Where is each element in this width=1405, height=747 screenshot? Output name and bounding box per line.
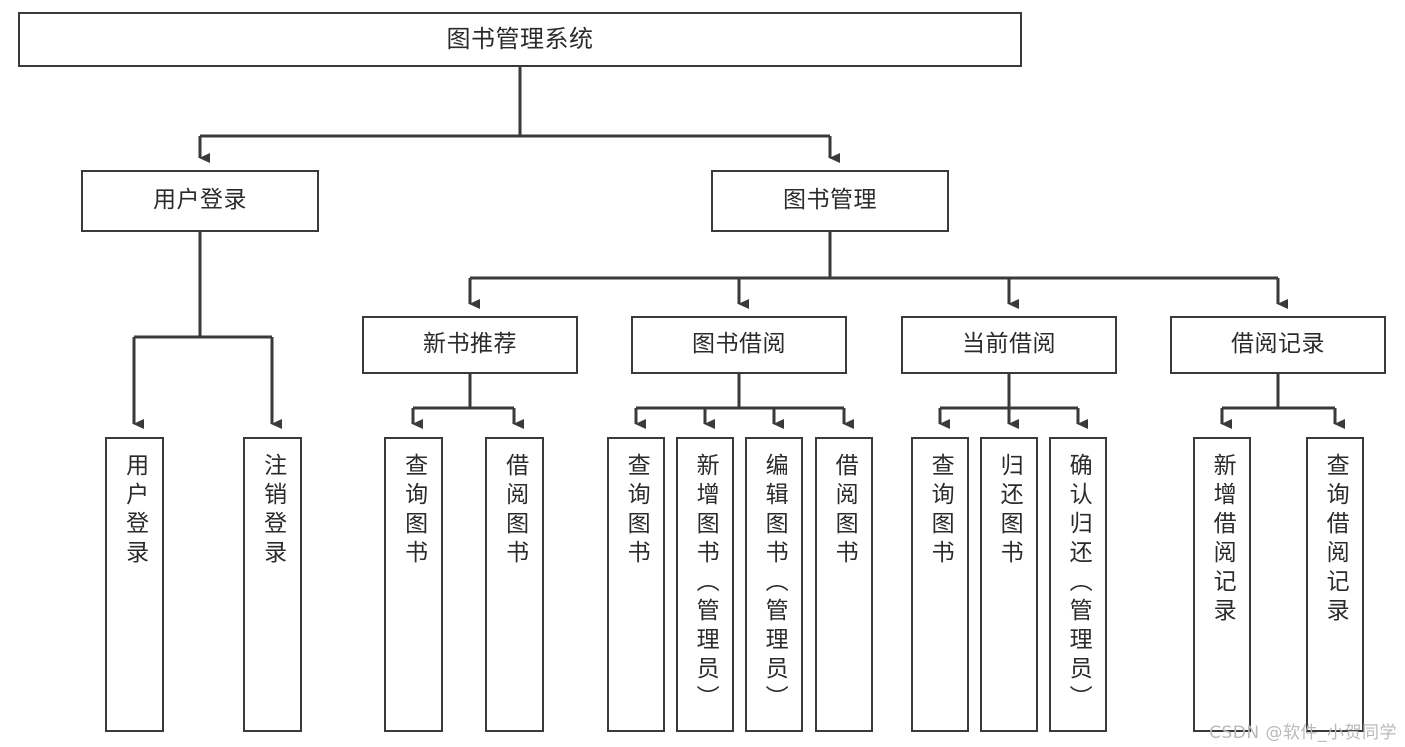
node-label: 借阅记录 [1231, 331, 1325, 358]
node-borrow-record[interactable]: 借阅记录 [1170, 316, 1386, 374]
node-label: 新增图书（管理员） [692, 453, 719, 714]
leaf-current-borrow-return-book[interactable]: 归还图书 [980, 437, 1038, 732]
node-book-management[interactable]: 图书管理 [711, 170, 949, 232]
leaf-borrow-record-query-record[interactable]: 查询借阅记录 [1306, 437, 1364, 732]
node-label: 用户登录 [121, 453, 148, 569]
node-new-book-recommend[interactable]: 新书推荐 [362, 316, 578, 374]
node-user-login[interactable]: 用户登录 [81, 170, 319, 232]
node-label: 查询图书 [927, 453, 954, 569]
node-label: 注销登录 [259, 453, 286, 569]
node-label: 图书管理 [783, 187, 877, 214]
node-book-borrow[interactable]: 图书借阅 [631, 316, 847, 374]
leaf-book-borrow-edit-book-admin[interactable]: 编辑图书（管理员） [745, 437, 803, 732]
node-label: 查询借阅记录 [1322, 453, 1349, 627]
node-label: 查询图书 [623, 453, 650, 569]
leaf-current-borrow-query-book[interactable]: 查询图书 [911, 437, 969, 732]
leaf-new-book-borrow-book[interactable]: 借阅图书 [485, 437, 544, 732]
leaf-book-borrow-borrow-book[interactable]: 借阅图书 [815, 437, 873, 732]
leaf-user-login-login[interactable]: 用户登录 [105, 437, 164, 732]
csdn-watermark: CSDN @软件_小贺同学 [1209, 723, 1397, 743]
leaf-book-borrow-query-book[interactable]: 查询图书 [607, 437, 665, 732]
node-label: 用户登录 [153, 187, 247, 214]
leaf-book-borrow-add-book-admin[interactable]: 新增图书（管理员） [676, 437, 734, 732]
node-label: 当前借阅 [962, 331, 1056, 358]
node-label: 图书借阅 [692, 331, 786, 358]
leaf-borrow-record-add-record[interactable]: 新增借阅记录 [1193, 437, 1251, 732]
node-current-borrow[interactable]: 当前借阅 [901, 316, 1117, 374]
node-root-system[interactable]: 图书管理系统 [18, 12, 1022, 67]
node-label: 编辑图书（管理员） [761, 453, 788, 714]
leaf-current-borrow-confirm-return-admin[interactable]: 确认归还（管理员） [1049, 437, 1107, 732]
node-label: 图书管理系统 [446, 25, 594, 54]
node-label: 新书推荐 [423, 331, 517, 358]
leaf-new-book-query-book[interactable]: 查询图书 [384, 437, 443, 732]
node-label: 确认归还（管理员） [1065, 453, 1092, 714]
leaf-user-login-logout[interactable]: 注销登录 [243, 437, 302, 732]
node-label: 归还图书 [996, 453, 1023, 569]
node-label: 借阅图书 [501, 453, 528, 569]
node-label: 借阅图书 [831, 453, 858, 569]
node-label: 新增借阅记录 [1209, 453, 1236, 627]
node-label: 查询图书 [400, 453, 427, 569]
